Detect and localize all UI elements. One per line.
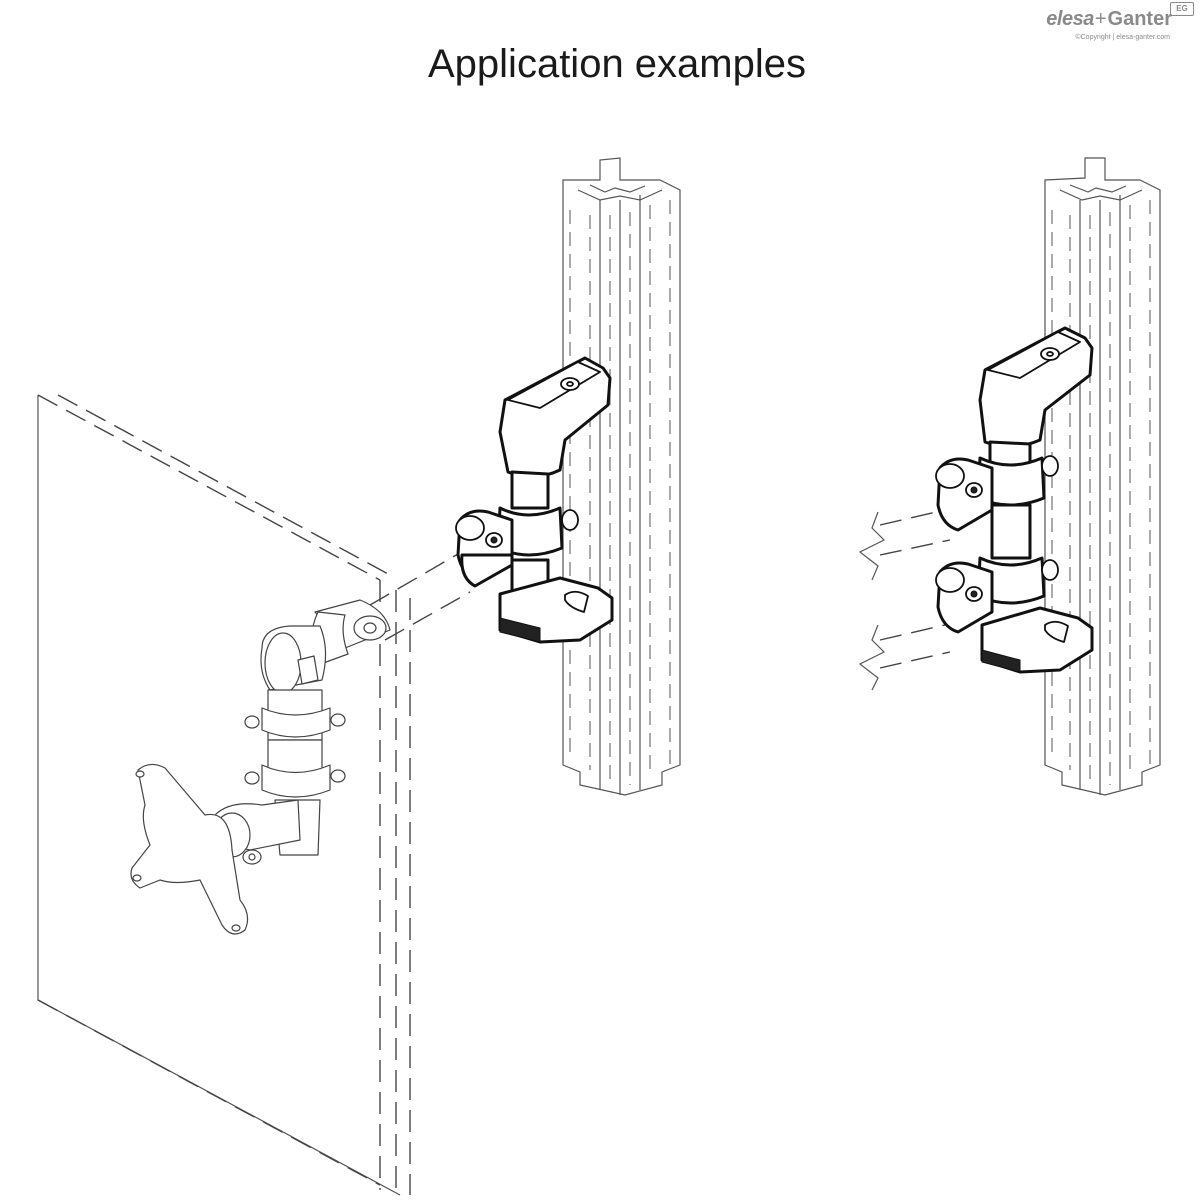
dashed-tubes-right	[858, 509, 951, 691]
logo-badge: EG	[1170, 2, 1194, 16]
tube-clamp-middle	[455, 356, 614, 644]
logo-plus-text: +	[1094, 8, 1107, 30]
logo-ganter-text: Ganter	[1107, 8, 1172, 30]
logo-elesa-text: elesa	[1046, 8, 1094, 30]
elesa-ganter-logo: elesa+Ganter	[1046, 8, 1172, 31]
aluminum-profile-right	[1044, 157, 1161, 796]
page-title: Application examples	[428, 42, 806, 86]
tube-clamp-right	[935, 326, 1094, 674]
dashed-panel	[37, 394, 411, 1196]
aluminum-profile-middle	[562, 157, 681, 796]
logo-copyright: ©Copyright | elesa-ganter.com	[1075, 34, 1170, 41]
dashed-tube-left	[369, 549, 471, 641]
monitor-arm-assembly	[130, 599, 391, 935]
